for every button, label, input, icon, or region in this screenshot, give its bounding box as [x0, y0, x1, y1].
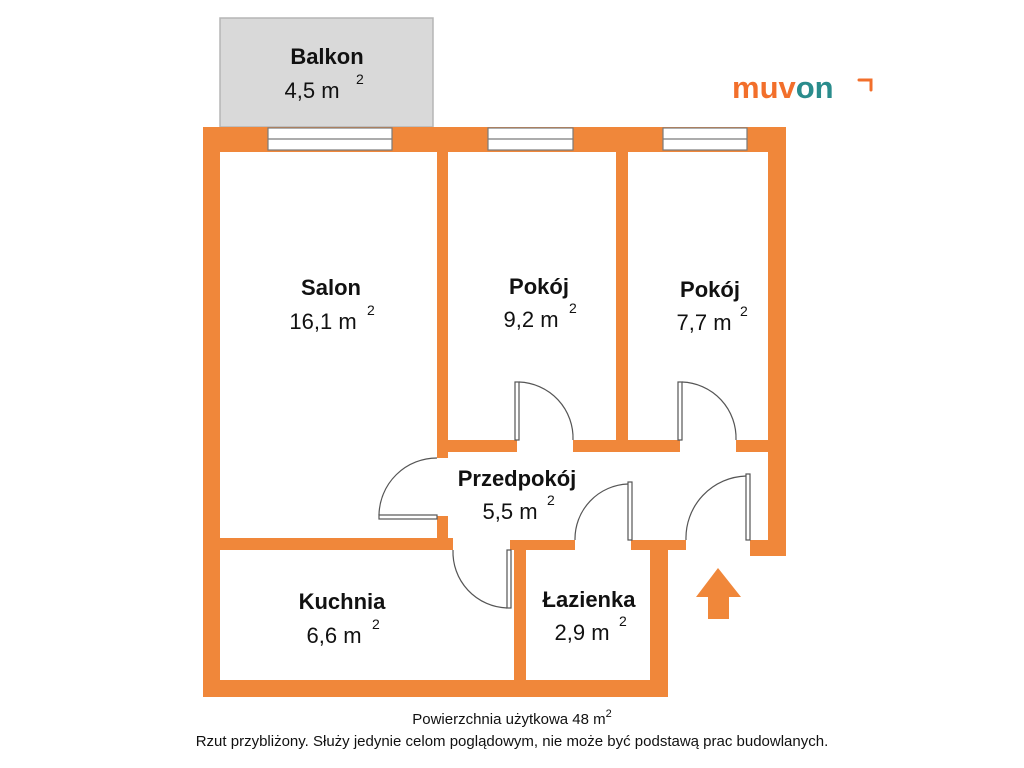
total-area-exponent: 2 [605, 708, 612, 720]
room-label-przedpokoj: Przedpokój 5,5 m 2 [458, 466, 577, 524]
balcony-area [219, 17, 434, 128]
room-area-value: 2,9 [554, 620, 585, 645]
room-name: Pokój [680, 277, 740, 302]
svg-text:9,2 m: 9,2 m [503, 307, 558, 332]
room-label-kuchnia: Kuchnia 6,6 m 2 [299, 589, 387, 648]
entrance-arrow-icon [696, 568, 741, 619]
svg-text:7,7 m: 7,7 m [676, 310, 731, 335]
total-area-label: Powierzchnia użytkowa 48 m [412, 711, 606, 728]
svg-text:16,1 m: 16,1 m [289, 309, 356, 334]
disclaimer-note: Rzut przybliżony. Służy jedynie celom po… [195, 733, 829, 750]
door-pokoj1 [514, 381, 574, 441]
area-exponent: 2 [372, 616, 380, 632]
room-name: Łazienka [543, 587, 637, 612]
room-label-lazienka: Łazienka 2,9 m 2 [543, 587, 637, 645]
room-name: Kuchnia [299, 589, 387, 614]
svg-text:4,5 m: 4,5 m [284, 78, 339, 103]
logo-text-dark: muv [732, 70, 797, 105]
area-exponent: 2 [740, 303, 748, 319]
svg-text:muvon: muvon [732, 70, 834, 105]
area-exponent: 2 [569, 300, 577, 316]
walls [203, 127, 786, 697]
room-name: Salon [301, 275, 361, 300]
area-exponent: 2 [547, 492, 555, 508]
brand-logo: muvon [732, 70, 873, 105]
room-area-value: 9,2 [503, 307, 534, 332]
room-label-salon: Salon 16,1 m 2 [289, 275, 375, 334]
room-label-pokoj1: Pokój 9,2 m 2 [503, 274, 577, 332]
logo-text-accent: on [796, 70, 834, 105]
svg-text:2,9 m: 2,9 m [554, 620, 609, 645]
room-label-pokoj2: Pokój 7,7 m 2 [676, 277, 748, 335]
area-exponent: 2 [619, 613, 627, 629]
room-area-value: 16,1 [289, 309, 332, 334]
room-label-balkon: Balkon 4,5 m 2 [284, 44, 364, 103]
room-area-value: 7,7 [676, 310, 707, 335]
svg-text:5,5 m: 5,5 m [482, 499, 537, 524]
door-entrance [685, 473, 751, 541]
total-area-caption: Powierzchnia użytkowa 48 m2 [0, 708, 1024, 728]
door-lazienka [574, 481, 633, 541]
doors [378, 381, 751, 609]
room-name: Pokój [509, 274, 569, 299]
room-name: Przedpokój [458, 466, 577, 491]
area-exponent: 2 [356, 71, 364, 87]
area-exponent: 2 [367, 302, 375, 318]
room-area-value: 6,6 [306, 623, 337, 648]
logo-corner-arrow-icon [857, 78, 873, 92]
door-salon [378, 457, 438, 520]
room-area-value: 4,5 [284, 78, 315, 103]
door-kuchnia [452, 549, 512, 609]
door-pokoj2 [677, 381, 737, 441]
svg-text:6,6 m: 6,6 m [306, 623, 361, 648]
room-name: Balkon [290, 44, 363, 69]
room-area-value: 5,5 [482, 499, 513, 524]
